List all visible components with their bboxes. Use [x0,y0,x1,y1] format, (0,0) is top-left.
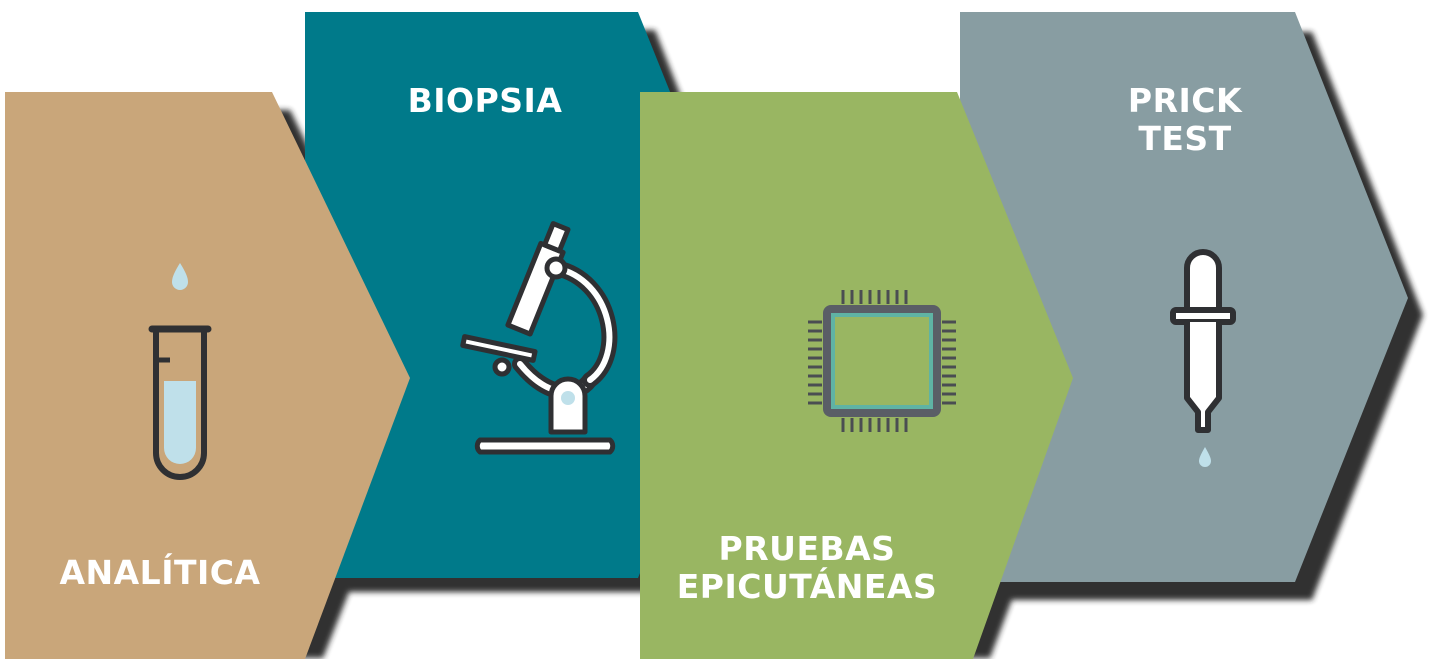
step-label-biopsia-line-1: BIOPSIA [407,81,563,120]
microscope-icon [460,221,618,455]
test-tube-icon [148,263,212,480]
step-label-analitica-line-1: ANALÍTICA [59,553,261,592]
step-label-prick-line-2: TEST [1138,119,1232,158]
dropper-icon [1170,249,1236,467]
step-label-prick-line-1: PRICK [1127,81,1243,120]
step-panel-analitica [5,92,410,659]
step-label-prick-test: PRICK TEST [1110,82,1260,158]
step-label-pruebas-line-1: PRUEBAS [718,529,896,568]
step-label-analitica: ANALÍTICA [35,554,285,592]
step-label-pruebas-line-2: EPICUTÁNEAS [676,567,938,606]
step-label-biopsia: BIOPSIA [375,82,595,120]
microchip-icon [808,290,956,432]
step-label-pruebas-epicutaneas: PRUEBAS EPICUTÁNEAS [672,530,942,606]
